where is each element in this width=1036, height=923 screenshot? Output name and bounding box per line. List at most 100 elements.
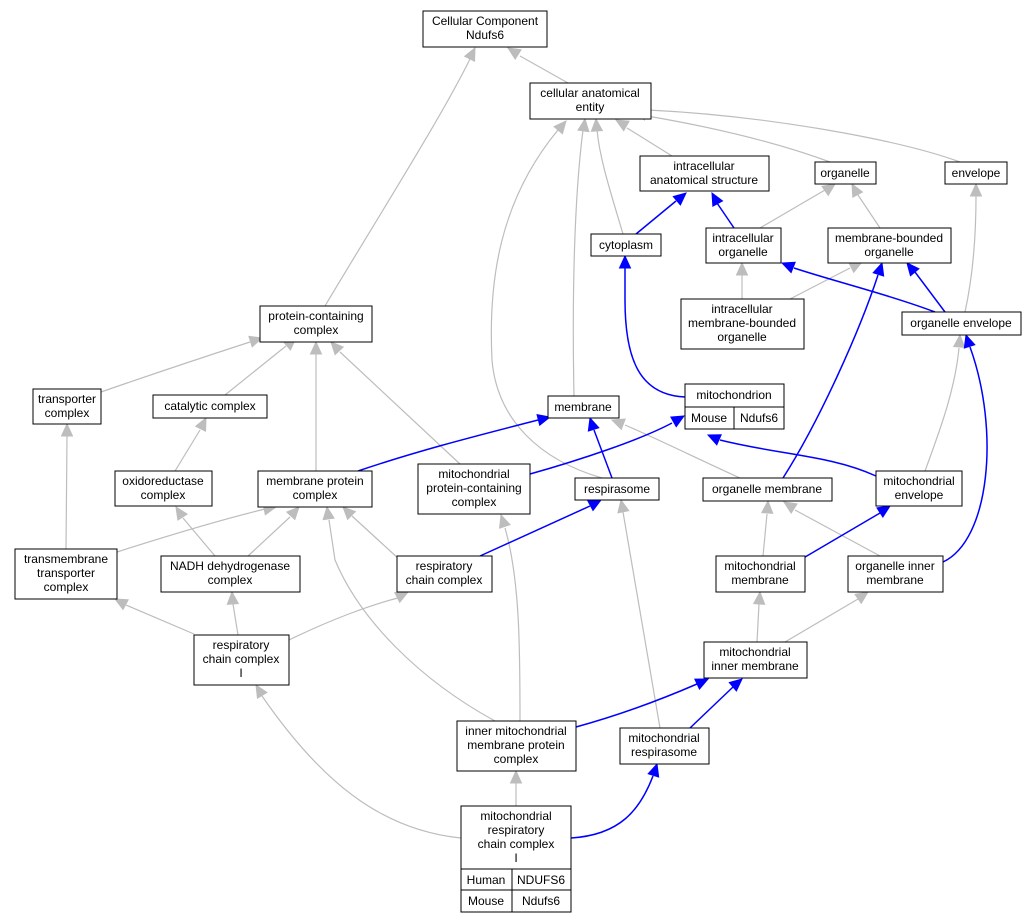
node-mm-line-1: mitochondrial: [724, 559, 795, 573]
edge-mpcc-to-pcc: [339, 351, 461, 465]
node-respiratory-chain-complex[interactable]: respiratory chain complex: [396, 555, 493, 593]
node-mito-line-1: mitochondrion: [696, 388, 771, 402]
node-mitochondrion[interactable]: mitochondrion Mouse Ndufs6: [684, 383, 785, 430]
node-cytoplasm[interactable]: cytoplasm: [590, 233, 662, 257]
node-organelle-envelope[interactable]: organelle envelope: [901, 311, 1022, 336]
node-mrcc1-line-4: I: [514, 851, 517, 865]
node-envelope[interactable]: envelope: [944, 161, 1008, 185]
edge-ttc-to-mpc: [116, 508, 266, 553]
node-transmembrane-transporter-complex[interactable]: transmembrane transporter complex: [14, 548, 118, 600]
node-rcc1-line-2: chain complex: [203, 652, 280, 666]
node-catalytic-complex[interactable]: catalytic complex: [152, 394, 268, 419]
edge-imbo-to-mbo-arrowhead: [848, 261, 864, 274]
node-mitochondrial-protein-containing-complex[interactable]: mitochondrial protein-containing complex: [417, 463, 531, 515]
node-cae-line-1: cellular anatomical: [540, 86, 639, 100]
node-intracellular-organelle[interactable]: intracellular organelle: [705, 227, 782, 264]
nodes: Cellular Component Ndufs6 cellular anato…: [14, 10, 1022, 913]
edge-resp-to-cae-arrowhead: [553, 120, 567, 135]
edge-rcc1-to-rcc: [288, 597, 399, 641]
edge-cyto-to-ias-arrowhead: [672, 192, 687, 206]
edge-io-to-org: [759, 189, 826, 229]
node-mrcc1-line-1: mitochondrial: [480, 809, 551, 823]
node-imbo-line-1: intracellular: [711, 302, 772, 316]
mito-species-label: Mouse: [691, 411, 727, 425]
edge-rcc1-to-nadh: [232, 603, 239, 636]
node-intracellular-anatomical-structure[interactable]: intracellular anatomical structure: [639, 155, 770, 192]
edge-cyto-to-cae-arrowhead: [590, 117, 604, 132]
node-oxc-line-2: complex: [141, 488, 186, 502]
edge-imbo-to-io-arrowhead: [735, 261, 749, 276]
edge-oe-to-io-arrowhead: [780, 261, 796, 274]
node-rcc-line-2: chain complex: [406, 573, 483, 587]
node-oim-line-2: membrane: [866, 573, 924, 587]
node-cellular-anatomical-entity[interactable]: cellular anatomical entity: [529, 82, 652, 120]
edge-mim-to-mm-arrowhead: [752, 590, 766, 605]
mrcc1-mouse-gene-cell: [511, 889, 572, 913]
node-ias-line-1: intracellular: [673, 159, 734, 173]
node-respiratory-chain-complex-i[interactable]: respiratory chain complex I: [193, 634, 290, 686]
edge-org-to-cae: [646, 115, 831, 163]
node-membrane[interactable]: membrane: [547, 395, 620, 419]
node-membrane-bounded-organelle[interactable]: membrane-bounded organelle: [827, 227, 952, 264]
node-inner-mitochondrial-membrane-protein-complex[interactable]: inner mitochondrial membrane protein com…: [456, 720, 577, 772]
node-transporter-complex[interactable]: transporter complex: [32, 388, 102, 425]
edge-oxc-to-cat-arrowhead: [194, 416, 207, 432]
node-protein-containing-complex[interactable]: protein-containing complex: [259, 305, 373, 343]
node-mitochondrial-envelope[interactable]: mitochondrial envelope: [875, 470, 963, 507]
node-cellular-component[interactable]: Cellular Component Ndufs6: [422, 10, 548, 48]
edge-menv-to-mito: [719, 439, 877, 477]
edge-memb-to-cae: [572, 129, 584, 397]
blue-edges: [357, 191, 988, 839]
edge-menv-to-oe-arrowhead: [952, 333, 966, 348]
edge-cae-to-cc-arrowhead: [506, 47, 522, 61]
node-mitochondrial-respirasome[interactable]: mitochondrial respirasome: [619, 727, 710, 765]
edge-oe-to-env: [964, 195, 977, 313]
node-imc-line-2: membrane protein: [467, 738, 564, 752]
edge-mpcc-to-mito: [529, 422, 673, 475]
node-ttc-line-3: complex: [44, 580, 89, 594]
edge-mm-to-om-arrowhead: [760, 499, 774, 514]
node-ttc-line-2: transporter: [37, 566, 95, 580]
node-respirasome[interactable]: respirasome: [574, 477, 660, 501]
node-organelle[interactable]: organelle: [814, 161, 877, 185]
node-membrane-protein-complex[interactable]: membrane protein complex: [257, 470, 373, 508]
node-oim-line-1: organelle inner: [855, 559, 934, 573]
node-oxidoreductase-complex[interactable]: oxidoreductase complex: [114, 470, 213, 507]
node-mpc-line-2: complex: [293, 488, 338, 502]
edge-rcc-to-resp: [479, 505, 591, 557]
node-nadh-dehydrogenase-complex[interactable]: NADH dehydrogenase complex: [160, 555, 301, 593]
node-mitochondrial-membrane[interactable]: mitochondrial membrane: [715, 555, 806, 593]
edge-rcc1-to-nadh-arrowhead: [226, 590, 240, 605]
edge-mim-to-oim-arrowhead: [854, 591, 869, 605]
node-mitochondrial-inner-membrane[interactable]: mitochondrial inner membrane: [703, 641, 808, 679]
node-mpcc-line-3: complex: [452, 495, 497, 509]
edge-resp-to-memb: [593, 429, 613, 479]
edge-mresp-to-resp: [622, 511, 661, 729]
node-imbo-line-2: membrane-bounded: [688, 316, 796, 330]
node-intracellular-membrane-bounded-organelle[interactable]: intracellular membrane-bounded organelle: [680, 298, 805, 350]
edge-mrcc1-to-mresp: [570, 775, 654, 839]
edge-nadh-to-oxc: [182, 517, 216, 557]
node-io-line-2: organelle: [718, 245, 768, 259]
node-mresp-line-2: respirasome: [631, 745, 697, 759]
node-mitochondrial-respiratory-chain-complex-i[interactable]: mitochondrial respiratory chain complex …: [460, 805, 572, 913]
node-organelle-inner-membrane[interactable]: organelle inner membrane: [847, 555, 944, 593]
edge-imbo-to-mbo: [789, 267, 851, 300]
node-rcc-line-1: respiratory: [416, 559, 473, 573]
node-cellular-component-line-1: Cellular Component: [432, 14, 539, 28]
edge-resp-to-memb-arrowhead: [587, 416, 600, 432]
node-nadh-line-2: complex: [208, 573, 253, 587]
edge-rcc-to-mpc: [351, 515, 401, 561]
edge-tc-to-pcc-arrowhead: [248, 335, 264, 348]
mrcc1-human-species-label: Human: [467, 873, 506, 887]
edge-mrcc1-to-mresp-arrowhead: [647, 762, 660, 778]
node-menv-line-2: envelope: [895, 488, 944, 502]
mrcc1-mouse-gene-label: Ndufs6: [522, 894, 560, 908]
node-organelle-membrane[interactable]: organelle membrane: [702, 477, 833, 502]
edge-memb-to-cae-arrowhead: [577, 117, 590, 133]
edge-oim-to-om: [794, 509, 881, 557]
edge-nadh-to-mpc: [247, 516, 291, 557]
edge-mpc-to-memb: [357, 419, 539, 472]
node-ias-line-2: anatomical structure: [650, 173, 758, 187]
